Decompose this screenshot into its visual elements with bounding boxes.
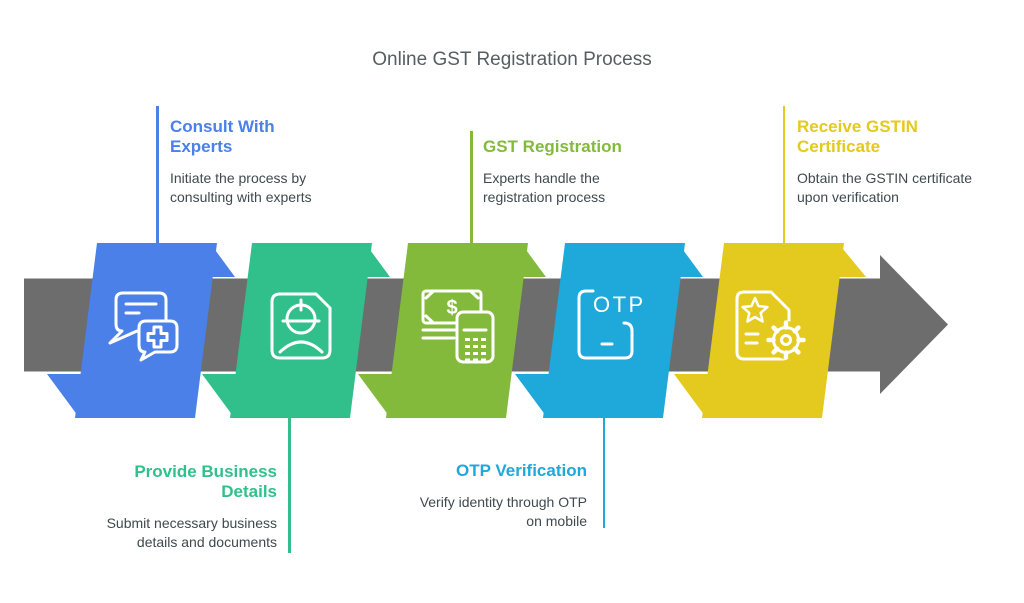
step-2-title: Provide Business Details — [134, 462, 277, 501]
certificate-gear-icon — [735, 290, 806, 361]
step-5-description: Obtain the GSTIN certificate upon verifi… — [797, 170, 973, 205]
step-4-title: OTP Verification — [455, 461, 587, 480]
step-3-label: GST Registration Experts handle the regi… — [483, 137, 713, 206]
engineer-document-icon — [270, 292, 332, 360]
step-5-fold-bottom — [674, 374, 711, 416]
step-3-connector — [470, 131, 473, 243]
step-1-description: Initiate the process by consulting with … — [170, 170, 312, 205]
step-2-label: Provide Business Details Submit necessar… — [47, 462, 277, 551]
chat-medical-icon — [108, 291, 179, 362]
step-5-shape — [674, 243, 866, 418]
step-3-description: Experts handle the registration process — [483, 170, 606, 205]
step-2-fold-bottom — [202, 374, 239, 416]
step-4-fold-bottom — [515, 374, 552, 416]
otp-phone-icon: OTP — [577, 289, 646, 360]
step-3-fold-bottom — [358, 374, 395, 416]
step-2-connector — [288, 418, 291, 553]
step-4-connector — [602, 418, 605, 528]
step-4-panel — [543, 243, 685, 418]
page-title: Online GST Registration Process — [372, 49, 652, 70]
step-1-label: Consult With Experts Initiate the proces… — [170, 117, 400, 206]
calculator-keys — [465, 338, 486, 362]
otp-glyph: OTP — [593, 292, 646, 317]
step-1-shape — [47, 243, 235, 418]
step-2-description: Submit necessary business details and do… — [106, 515, 277, 550]
step-4-shape: OTP — [515, 243, 703, 418]
dollar-glyph: $ — [446, 297, 457, 319]
step-5-title: Receive GSTIN Certificate — [797, 117, 918, 156]
step-3-shape: $ — [358, 243, 546, 418]
step-1-title: Consult With Experts — [170, 117, 275, 156]
step-1-connector — [156, 106, 159, 243]
money-calculator-icon: $ — [421, 289, 495, 364]
step-3-title: GST Registration — [483, 137, 622, 156]
step-4-description: Verify identity through OTP on mobile — [419, 494, 587, 529]
step-2-panel — [230, 243, 372, 418]
step-5-label: Receive GSTIN Certificate Obtain the GST… — [797, 117, 1024, 206]
step-1-fold-bottom — [47, 374, 84, 416]
step-4-label: OTP Verification Verify identity through… — [357, 461, 587, 530]
step-5-connector — [782, 106, 785, 243]
step-2-shape — [202, 243, 390, 418]
